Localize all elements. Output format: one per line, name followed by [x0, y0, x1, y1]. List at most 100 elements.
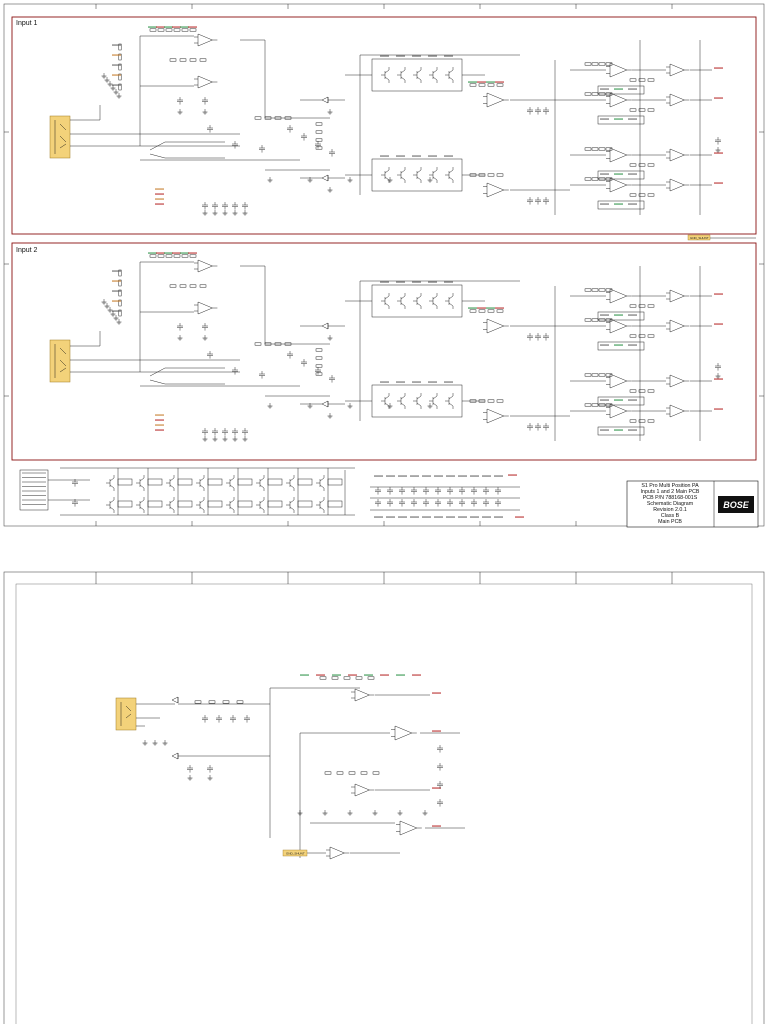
- resistor-symbol: [487, 83, 495, 87]
- capacitor-symbol: [543, 197, 549, 205]
- component-ref-mark: [600, 173, 609, 175]
- ground-symbol: [207, 775, 213, 781]
- ground-symbol: [327, 335, 333, 341]
- resistor-symbol: [605, 62, 613, 66]
- component-ref-mark: [458, 475, 467, 477]
- component-ref-mark: [600, 314, 609, 316]
- component-ref-mark: [386, 516, 395, 518]
- component-ref-mark: [300, 674, 309, 676]
- resistor-symbol: [584, 288, 592, 292]
- component-ref-mark: [614, 429, 623, 431]
- transistor-symbol: [429, 393, 438, 409]
- ground-symbol: [222, 436, 228, 442]
- component-ref-mark: [380, 55, 389, 57]
- resistor-symbol: [638, 419, 646, 423]
- transistor-symbol: [316, 497, 325, 513]
- transistor-symbol: [136, 497, 145, 513]
- op-amp-symbol: [486, 318, 505, 334]
- transistor-symbol: [106, 497, 115, 513]
- component-ref-mark: [412, 155, 421, 157]
- component-ref-mark: [714, 97, 723, 99]
- capacitor-symbol: [437, 763, 443, 771]
- capacitor-symbol: [527, 197, 533, 205]
- capacitor-symbol: [543, 423, 549, 431]
- component-ref-mark: [486, 307, 495, 309]
- component-ref-mark: [396, 55, 405, 57]
- capacitor-symbol: [495, 499, 501, 507]
- ground-symbol: [267, 177, 273, 183]
- component-ref-mark: [410, 516, 419, 518]
- resistor-symbol: [584, 403, 592, 407]
- svg-text:BOSE: BOSE: [723, 500, 750, 510]
- transistor-symbol: [413, 393, 422, 409]
- component-ref-mark: [364, 674, 373, 676]
- component-ref-mark: [412, 55, 421, 57]
- component-ref-mark: [428, 155, 437, 157]
- resistor-symbol: [118, 269, 122, 277]
- resistor-symbol: [367, 676, 375, 680]
- resistor-symbol: [348, 771, 356, 775]
- transistor-symbol: [429, 293, 438, 309]
- ground-symbol: [113, 89, 119, 95]
- component-ref-mark: [155, 188, 164, 190]
- op-amp-symbol: [399, 820, 418, 836]
- capacitor-symbol: [423, 499, 429, 507]
- resistor-symbol: [591, 373, 599, 377]
- capacitor-symbol: [535, 197, 541, 205]
- resistor-symbol: [179, 284, 187, 288]
- resistor-symbol: [496, 399, 504, 403]
- ground-symbol: [327, 109, 333, 115]
- transistor-symbol: [136, 475, 145, 491]
- op-amp-symbol: [609, 177, 628, 193]
- op-amp-symbol: [669, 289, 685, 303]
- sheet-2-gnd-shunt-flag: [282, 849, 308, 857]
- capacitor-symbol: [471, 499, 477, 507]
- component-ref-mark: [628, 344, 637, 346]
- capacitor-symbol: [177, 323, 183, 331]
- transistor-symbol: [445, 67, 454, 83]
- resistor-symbol: [118, 63, 122, 71]
- resistor-symbol: [598, 92, 606, 96]
- resistor-symbol: [605, 92, 613, 96]
- ground-symbol: [152, 740, 158, 746]
- ground-symbol: [427, 177, 433, 183]
- component-ref-mark: [482, 475, 491, 477]
- transistor-symbol: [445, 293, 454, 309]
- resistor-symbol: [584, 373, 592, 377]
- resistor-symbol: [315, 146, 323, 150]
- component-ref-mark: [614, 344, 623, 346]
- op-amp-symbol: [486, 92, 505, 108]
- resistor-symbol: [118, 289, 122, 297]
- transistor-symbol: [381, 393, 390, 409]
- component-ref-mark: [600, 88, 609, 90]
- resistor-symbol: [478, 309, 486, 313]
- capacitor-symbol: [242, 428, 248, 436]
- capacitor-symbol: [202, 202, 208, 210]
- component-ref-mark: [614, 399, 623, 401]
- resistor-symbol: [584, 318, 592, 322]
- resistor-symbol: [638, 163, 646, 167]
- capacitor-symbol: [535, 423, 541, 431]
- capacitor-symbol: [216, 715, 222, 723]
- resistor-symbol: [496, 173, 504, 177]
- transistor-symbol: [397, 67, 406, 83]
- ground-symbol: [107, 307, 113, 313]
- resistor-symbol: [487, 399, 495, 403]
- transistor-array-section: [19, 467, 355, 516]
- resistor-symbol: [487, 309, 495, 313]
- resistor-symbol: [469, 399, 477, 403]
- capacitor-symbol: [459, 499, 465, 507]
- op-amp-symbol: [609, 147, 628, 163]
- component-ref-mark: [486, 81, 495, 83]
- component-ref-mark: [112, 44, 121, 46]
- component-ref-mark: [380, 674, 389, 676]
- component-ref-mark: [396, 281, 405, 283]
- resistor-symbol: [315, 372, 323, 376]
- capacitor-symbol: [375, 499, 381, 507]
- resistor-symbol: [315, 130, 323, 134]
- component-ref-mark: [155, 193, 164, 195]
- resistor-symbol: [319, 676, 327, 680]
- resistor-symbol: [584, 177, 592, 181]
- component-ref-mark: [468, 81, 477, 83]
- capacitor-symbol: [301, 133, 307, 141]
